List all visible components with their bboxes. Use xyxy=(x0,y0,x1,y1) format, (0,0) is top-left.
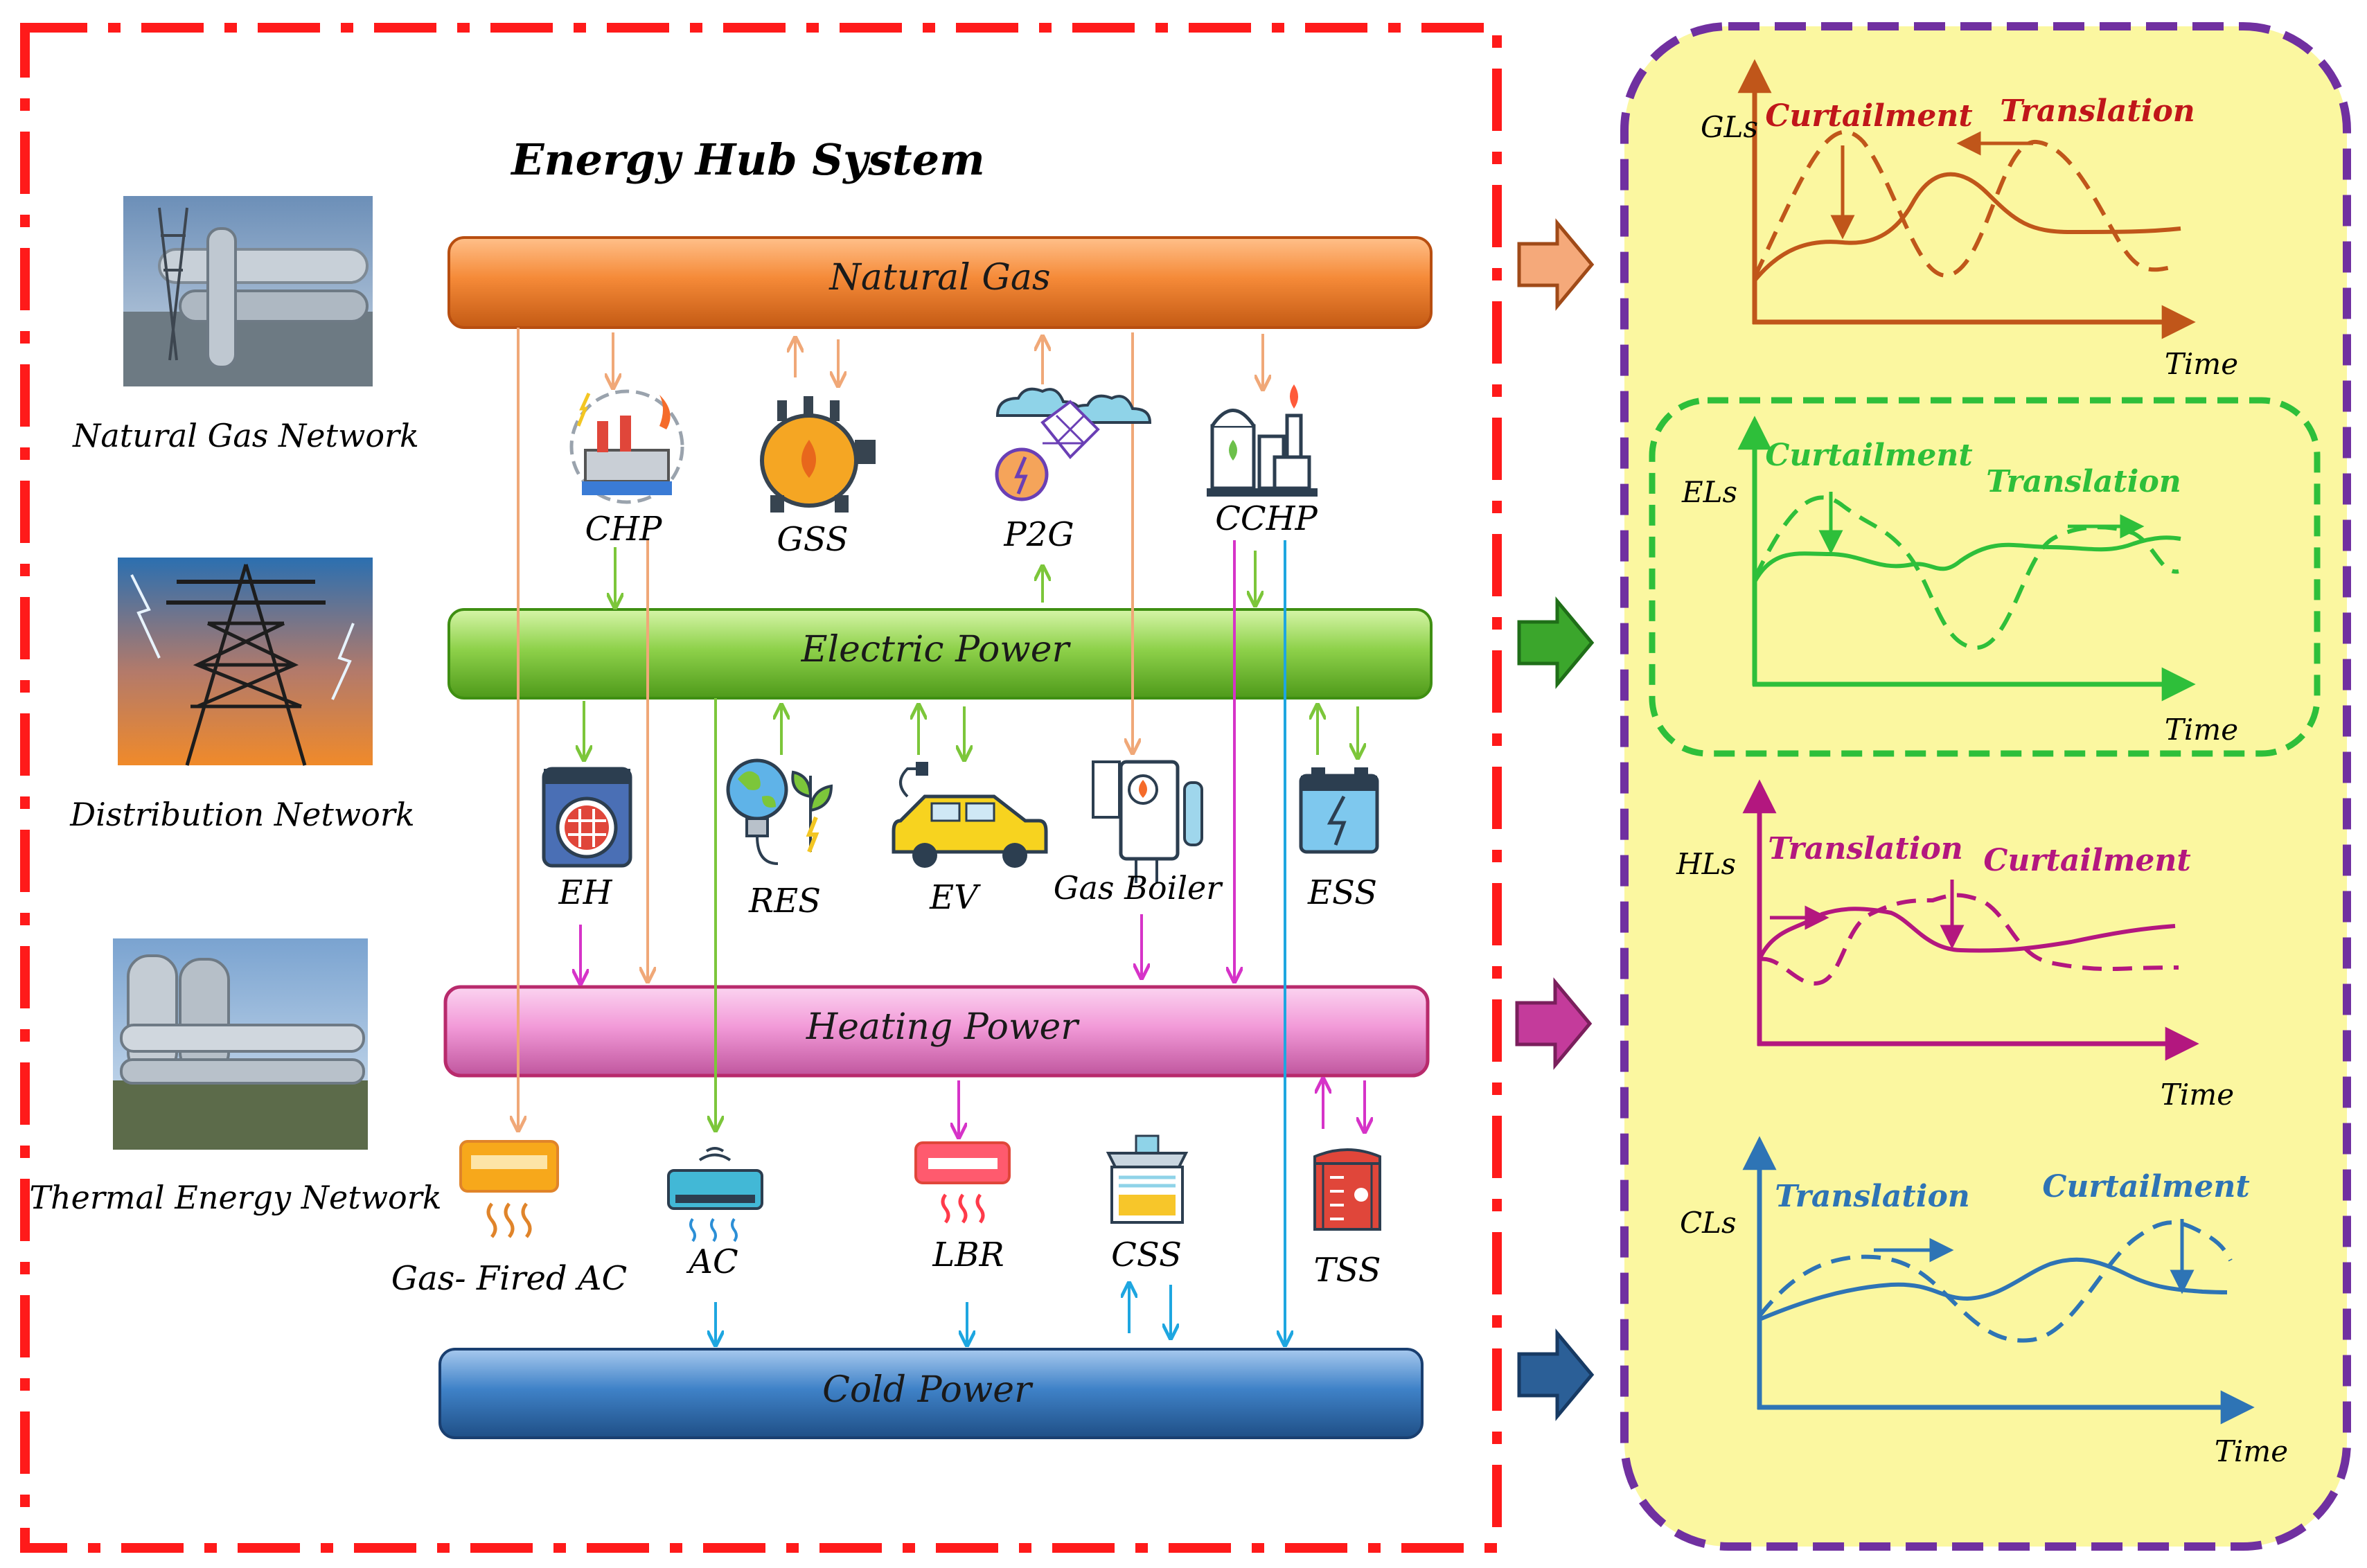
ess-icon xyxy=(1299,767,1379,854)
svg-text:Heating Power: Heating Power xyxy=(806,1006,1080,1048)
svg-text:Curtailment: Curtailment xyxy=(1765,98,1972,134)
connector-arrow-cold xyxy=(1517,1328,1595,1421)
gas-boiler-icon xyxy=(1092,760,1203,883)
svg-text:Electric Power: Electric Power xyxy=(801,629,1072,670)
cchp-label: CCHP xyxy=(1215,499,1318,538)
network-label-gas: Natural Gas Network xyxy=(72,417,419,454)
cold-power-bus: Cold Power xyxy=(438,1348,1424,1439)
p2g-icon xyxy=(995,387,1152,501)
energy-hub-frame xyxy=(20,23,1502,1553)
gss-label: GSS xyxy=(777,520,848,559)
res-icon xyxy=(726,758,833,865)
chp-icon xyxy=(569,389,684,504)
svg-text:Time: Time xyxy=(2165,713,2238,747)
ac-label: AC xyxy=(686,1242,738,1281)
svg-text:Translation: Translation xyxy=(1775,1179,1970,1214)
cold-load-chart: CLs Time Translation Curtailment xyxy=(1680,1136,2288,1468)
ev-label: EV xyxy=(929,878,981,917)
natural-gas-bus: Natural Gas xyxy=(447,236,1433,329)
eh-label: EH xyxy=(558,873,613,912)
svg-text:CLs: CLs xyxy=(1680,1206,1737,1240)
tss-label: TSS xyxy=(1314,1251,1381,1290)
gas-fired-ac-label: Gas- Fired AC xyxy=(391,1259,627,1298)
load-response-panel xyxy=(1620,22,2351,1551)
svg-text:Translation: Translation xyxy=(1768,831,1963,866)
connector-arrow-heat xyxy=(1515,977,1593,1070)
ess-label: ESS xyxy=(1307,873,1377,912)
network-label-thermal: Thermal Energy Network xyxy=(29,1179,441,1216)
chp-label: CHP xyxy=(585,510,663,549)
heating-power-bus: Heating Power xyxy=(443,985,1430,1078)
tss-icon xyxy=(1313,1148,1381,1231)
connector-arrow-electric xyxy=(1517,596,1595,689)
svg-text:Translation: Translation xyxy=(1986,464,2181,499)
ac-icon xyxy=(667,1147,763,1242)
electric-load-highlight xyxy=(1649,397,2321,757)
svg-text:ELs: ELs xyxy=(1681,475,1737,509)
thermal-network-photo xyxy=(113,938,368,1150)
network-label-distribution: Distribution Network xyxy=(69,796,415,833)
svg-text:HLs: HLs xyxy=(1676,847,1736,881)
heat-load-chart: HLs Time Translation Curtailment xyxy=(1676,779,2234,1112)
svg-text:Time: Time xyxy=(2161,1078,2234,1112)
natural-gas-network-photo xyxy=(123,196,373,386)
svg-text:Cold Power: Cold Power xyxy=(822,1369,1034,1411)
eh-icon xyxy=(542,767,632,868)
connector-arrow-gas xyxy=(1517,218,1595,311)
gas-fired-ac-icon xyxy=(459,1140,559,1238)
page-title: Energy Hub System xyxy=(510,134,984,185)
lbr-icon xyxy=(914,1141,1011,1224)
electric-power-bus: Electric Power xyxy=(447,608,1433,700)
cchp-icon xyxy=(1207,384,1318,497)
p2g-label: P2G xyxy=(1003,515,1074,554)
gss-icon xyxy=(760,396,876,513)
css-icon xyxy=(1106,1134,1189,1224)
flow-arrows xyxy=(518,328,1365,1344)
svg-text:Translation: Translation xyxy=(2000,93,2195,129)
svg-text:Natural Gas: Natural Gas xyxy=(828,257,1050,299)
gas-boiler-label: Gas Boiler xyxy=(1054,869,1224,907)
svg-text:Curtailment: Curtailment xyxy=(1983,843,2190,878)
electric-load-chart: ELs Time Curtailment Translation xyxy=(1681,416,2238,747)
svg-text:Curtailment: Curtailment xyxy=(2042,1169,2249,1204)
res-label: RES xyxy=(748,882,821,920)
svg-text:Time: Time xyxy=(2215,1434,2288,1468)
css-label: CSS xyxy=(1111,1236,1182,1274)
svg-text:Time: Time xyxy=(2165,347,2238,381)
gas-load-chart: GLs Time Curtailment Translation xyxy=(1701,59,2238,381)
svg-text:GLs: GLs xyxy=(1701,110,1758,144)
lbr-label: LBR xyxy=(932,1236,1004,1274)
ev-icon xyxy=(892,762,1048,868)
distribution-network-photo xyxy=(118,558,373,766)
svg-text:Curtailment: Curtailment xyxy=(1765,438,1972,473)
